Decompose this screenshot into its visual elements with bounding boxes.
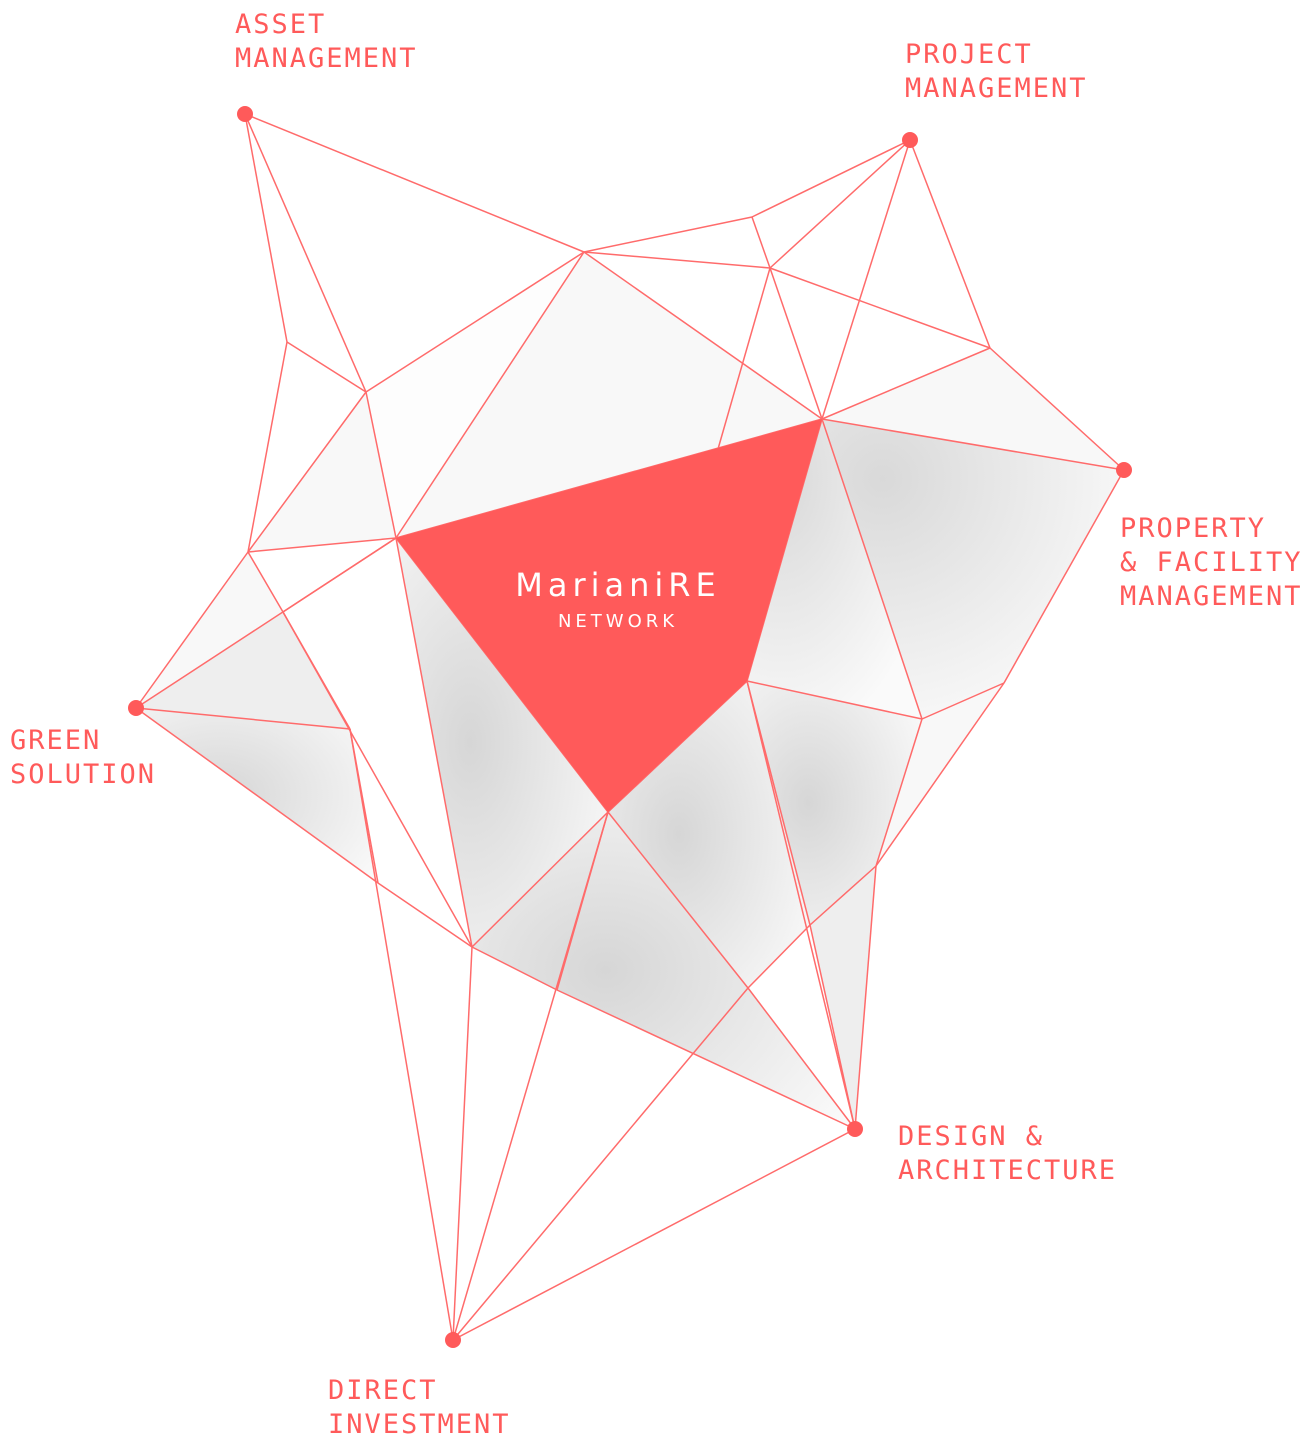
mesh-edge: [751, 216, 771, 269]
mesh-edge: [452, 987, 749, 1341]
mesh-edge: [909, 139, 991, 349]
mesh-edge: [809, 865, 877, 926]
direct-investment-node: [445, 1332, 461, 1348]
mesh-edge: [875, 718, 923, 867]
mesh-edge: [921, 682, 1005, 720]
mesh-facet: [822, 348, 1124, 470]
label-project-management: PROJECT MANAGEMENT: [905, 39, 1088, 104]
mesh-facet: [136, 612, 350, 729]
green-solution-node: [128, 700, 144, 716]
label-design-architecture: DESIGN & ARCHITECTURE: [898, 1121, 1118, 1186]
mesh-edge: [583, 251, 823, 420]
mesh-edge: [583, 251, 771, 269]
mesh-facet: [472, 812, 855, 1129]
mesh-edge: [452, 946, 473, 1341]
mesh-edge: [607, 811, 749, 989]
mesh-edge: [854, 865, 877, 1130]
mesh-edge: [746, 680, 923, 720]
mesh-facet: [366, 252, 584, 538]
mesh-edge: [244, 113, 585, 253]
mesh-edge: [135, 707, 351, 730]
center-triangle: [396, 419, 822, 812]
mesh-edge: [471, 811, 609, 948]
mesh-edge: [717, 267, 771, 450]
mesh-facet: [396, 252, 822, 538]
mesh-edge: [135, 707, 379, 884]
mesh-edge: [247, 551, 284, 613]
mesh-edge: [989, 347, 1125, 471]
mesh-edge: [751, 139, 911, 218]
project-management-node: [902, 132, 918, 148]
mesh-edge: [135, 551, 249, 709]
center-subtitle: NETWORK: [557, 611, 679, 632]
mesh-facet: [747, 681, 922, 925]
mesh-edge: [365, 391, 397, 539]
mesh-edge: [135, 537, 397, 709]
mesh-edge: [821, 139, 911, 420]
mesh-edge: [821, 418, 1125, 471]
mesh-edge: [395, 537, 473, 948]
mesh-edge: [247, 537, 397, 553]
center-title: MarianiRE: [515, 566, 721, 604]
property-facility-node: [1116, 462, 1132, 478]
mesh-edge: [471, 946, 558, 991]
mesh-facet: [396, 538, 608, 947]
mesh-edge: [395, 251, 585, 539]
label-green-solution: GREEN SOLUTION: [10, 725, 157, 790]
mesh-edge: [746, 680, 856, 1130]
mesh-edge: [247, 391, 367, 553]
mesh-edge: [1003, 469, 1125, 684]
label-asset-management: ASSET MANAGEMENT: [235, 9, 418, 74]
mesh-edge: [769, 267, 991, 349]
mesh-edge: [583, 216, 753, 253]
mesh-edge: [747, 987, 856, 1130]
mesh-edge: [244, 113, 367, 393]
mesh-edge: [769, 139, 911, 269]
label-direct-investment: DIRECT INVESTMENT: [328, 1375, 511, 1440]
mesh-facet: [136, 552, 283, 708]
mesh-facet: [608, 681, 810, 988]
mesh-edge: [282, 611, 473, 948]
mesh-edge: [452, 811, 609, 1341]
mesh-edge: [365, 251, 585, 393]
mesh-edge: [821, 418, 923, 720]
mesh-edge: [244, 113, 288, 343]
label-property-facility-management: PROPERTY & FACILITY MANAGEMENT: [1120, 513, 1300, 612]
mesh-edge: [875, 682, 1005, 867]
mesh-edge: [247, 341, 288, 553]
mesh-edge: [556, 989, 856, 1130]
mesh-edge: [809, 924, 856, 1130]
design-architecture-node: [847, 1121, 863, 1137]
mesh-facet: [747, 419, 922, 719]
mesh-edge: [286, 341, 367, 393]
mesh-edge: [377, 882, 473, 948]
mesh-edge: [452, 1128, 856, 1341]
mesh-edge: [821, 347, 991, 420]
mesh-edge: [747, 924, 811, 989]
asset-management-node: [237, 106, 253, 122]
mesh-facet: [248, 392, 396, 552]
mesh-edge: [349, 728, 454, 1341]
mesh-edge: [769, 267, 823, 420]
